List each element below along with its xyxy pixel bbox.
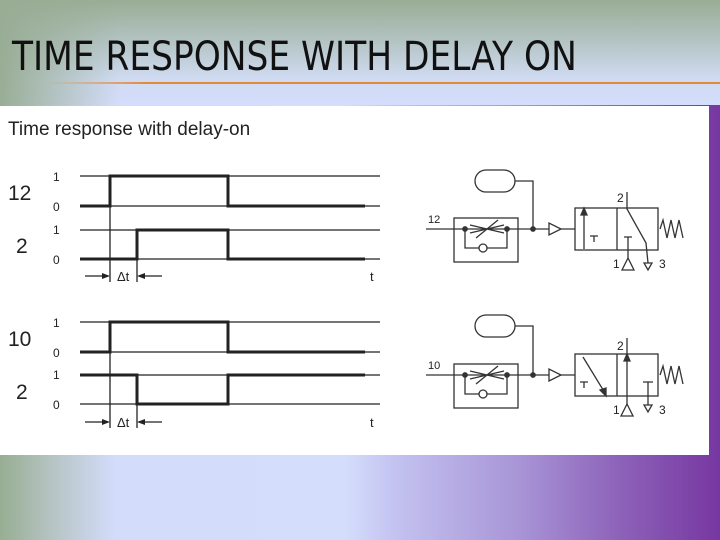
port-label: 2 (617, 339, 624, 353)
level-label: 1 (53, 223, 60, 237)
timing-diagram-bottom (80, 320, 380, 428)
spring-icon (659, 217, 684, 239)
exhaust-icon (642, 262, 654, 272)
spring-icon (659, 363, 684, 385)
port-label: 1 (613, 403, 620, 417)
pneumatic-circuit-top (426, 169, 684, 272)
level-label: 0 (53, 346, 60, 360)
port-label: 12 (428, 214, 440, 226)
level-label: 1 (53, 368, 60, 382)
signal-2-trace (80, 228, 365, 261)
port-label: 1 (613, 257, 620, 271)
pressure-source-icon (620, 256, 636, 271)
reservoir-icon (474, 169, 516, 193)
port-label: 10 (428, 360, 440, 372)
throttle-check-valve-icon (453, 363, 519, 409)
timing-diagram-top (80, 174, 380, 282)
title-underline (45, 82, 720, 84)
delay-label: Δt (117, 415, 130, 430)
exhaust-icon (642, 404, 654, 414)
title-band (0, 0, 720, 105)
port-label: 3 (659, 403, 666, 417)
level-label: 0 (53, 200, 60, 214)
throttle-check-valve-icon (453, 217, 519, 263)
reservoir-icon (474, 314, 516, 338)
signal-label: 12 (8, 182, 31, 205)
level-label: 0 (53, 253, 60, 267)
level-label: 1 (53, 316, 60, 330)
level-label: 1 (53, 170, 60, 184)
time-axis-label: t (370, 269, 374, 284)
pressure-source-icon (619, 402, 635, 417)
port-label: 3 (659, 257, 666, 271)
signal-label: 10 (8, 328, 31, 351)
level-label: 0 (53, 398, 60, 412)
signal-label: 2 (16, 235, 28, 258)
time-axis-label: t (370, 415, 374, 430)
signal-label: 2 (16, 381, 28, 404)
signal-2-trace (80, 373, 365, 406)
delay-label: Δt (117, 269, 130, 284)
pneumatic-circuit-bottom (426, 314, 684, 417)
slide-title: TIME RESPONSE WITH DELAY ON (12, 34, 577, 80)
signal-10-trace (80, 320, 365, 354)
figure-caption: Time response with delay-on (8, 119, 250, 140)
figure-panel (0, 106, 709, 455)
port-label: 2 (617, 191, 624, 205)
signal-12-trace (80, 174, 365, 208)
